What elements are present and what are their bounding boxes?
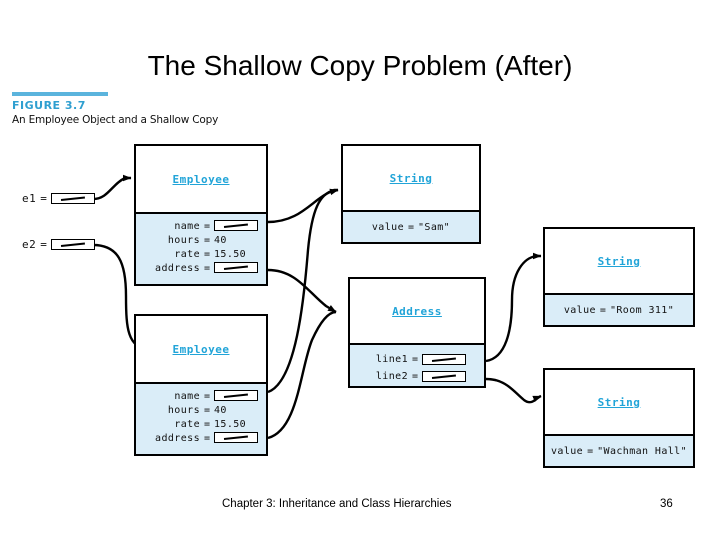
field-pointer-slot [422, 370, 466, 382]
field-name: value [551, 445, 584, 457]
field-equals: = [203, 234, 211, 246]
field-row: hours = 40 [136, 403, 266, 417]
field-equals: = [203, 220, 211, 232]
object-box-string-line1: String value = "Room 311" [543, 227, 695, 327]
field-name: address [155, 262, 200, 274]
field-name: hours [167, 404, 200, 416]
edge-line2-to-string-wachman [485, 377, 542, 404]
field-equals: = [203, 432, 211, 444]
field-row: hours = 40 [136, 233, 266, 247]
class-name-label: String [597, 395, 641, 409]
field-row: name = [136, 389, 266, 403]
figure-caption: An Employee Object and a Shallow Copy [12, 114, 219, 126]
field-equals: = [599, 304, 606, 316]
object-fields-string-line1: value = "Room 311" [545, 293, 693, 325]
edge-line1-to-string-room311 [485, 252, 542, 363]
field-value: 15.50 [214, 248, 247, 260]
variable-e1: e1 = [22, 192, 95, 205]
field-equals: = [407, 221, 415, 233]
field-equals: = [411, 371, 419, 382]
field-value: "Wachman Hall" [597, 445, 687, 457]
object-header-employee-2: Employee [136, 316, 266, 382]
field-value: 40 [214, 404, 227, 416]
field-name: rate [174, 248, 200, 260]
field-pointer-slot [214, 262, 258, 274]
object-box-string-line2: String value = "Wachman Hall" [543, 368, 695, 468]
field-equals: = [203, 262, 211, 274]
page-title: The Shallow Copy Problem (After) [147, 50, 573, 81]
field-equals: = [203, 418, 211, 430]
object-fields-string-line2: value = "Wachman Hall" [545, 434, 693, 466]
variable-e2: e2 = [22, 238, 95, 251]
field-row: value = "Room 311" [564, 303, 674, 317]
field-name: name [174, 220, 200, 232]
object-header-string-name: String [343, 146, 479, 210]
footer-page-number: 36 [660, 498, 673, 510]
edge-e1-to-employee1 [92, 174, 132, 201]
class-name-label: String [389, 171, 433, 185]
edge-employee2-name-to-string-sam [267, 188, 338, 394]
figure-caption-block: FIGURE 3.7 An Employee Object and a Shal… [12, 92, 218, 127]
field-name: line1 [375, 354, 408, 365]
edge-employee1-name-to-string-sam [267, 188, 339, 224]
field-equals: = [587, 445, 594, 457]
field-name: rate [174, 418, 200, 430]
object-header-string-line2: String [545, 370, 693, 434]
field-value: 15.50 [214, 418, 247, 430]
field-row: name = [136, 219, 266, 233]
field-name: line2 [375, 371, 408, 382]
variable-e2-name: e2 [22, 238, 37, 251]
object-box-employee-1: Employee name = hours = 40 rate = 15.50 [134, 144, 268, 286]
object-header-address: Address [350, 279, 484, 343]
field-name: hours [167, 234, 200, 246]
figure-rule [12, 92, 108, 96]
field-pointer-slot [422, 353, 466, 365]
object-box-employee-2: Employee name = hours = 40 rate = 15.50 [134, 314, 268, 456]
field-equals: = [203, 390, 211, 402]
field-row: value = "Sam" [372, 220, 450, 234]
variable-e2-equals: = [40, 238, 47, 251]
field-value: 40 [214, 234, 227, 246]
variable-e1-name: e1 [22, 192, 37, 205]
object-box-string-name: String value = "Sam" [341, 144, 481, 244]
object-fields-employee-1: name = hours = 40 rate = 15.50 address = [136, 212, 266, 284]
field-name: value [371, 221, 404, 233]
class-name-label: Employee [172, 172, 230, 186]
class-name-label: Employee [172, 342, 230, 356]
field-row: address = [136, 431, 266, 445]
field-row: rate = 15.50 [136, 247, 266, 261]
field-equals: = [203, 404, 211, 416]
variable-e2-pointer-slot [50, 239, 95, 250]
object-header-employee-1: Employee [136, 146, 266, 212]
field-equals: = [203, 248, 211, 260]
field-row: address = [136, 261, 266, 275]
object-header-string-line1: String [545, 229, 693, 293]
object-fields-address: line1 = line2 = [350, 343, 484, 386]
footer-chapter-text: Chapter 3: Inheritance and Class Hierarc… [222, 498, 452, 510]
class-name-label: Address [392, 304, 442, 318]
field-value: "Sam" [418, 221, 451, 233]
field-name: address [155, 432, 200, 444]
figure-number: FIGURE 3.7 [12, 99, 86, 112]
field-pointer-slot [214, 220, 258, 232]
field-row: line1 = [350, 351, 484, 368]
variable-e1-pointer-slot [50, 193, 95, 204]
variable-e1-equals: = [40, 192, 47, 205]
field-row: rate = 15.50 [136, 417, 266, 431]
class-name-label: String [597, 254, 641, 268]
object-box-address: Address line1 = line2 = [348, 277, 486, 388]
object-fields-employee-2: name = hours = 40 rate = 15.50 address = [136, 382, 266, 454]
field-name: name [174, 390, 200, 402]
field-equals: = [411, 354, 419, 365]
field-row: line2 = [350, 368, 484, 385]
edge-employee2-address-to-address [267, 310, 337, 440]
object-fields-string-name: value = "Sam" [343, 210, 479, 242]
shallow-copy-diagram: e1 = e2 = Employee name = hours = [0, 0, 720, 500]
field-pointer-slot [214, 432, 258, 444]
field-pointer-slot [214, 390, 258, 402]
field-value: "Room 311" [609, 304, 675, 316]
field-row: value = "Wachman Hall" [551, 444, 687, 458]
field-name: value [563, 304, 596, 316]
